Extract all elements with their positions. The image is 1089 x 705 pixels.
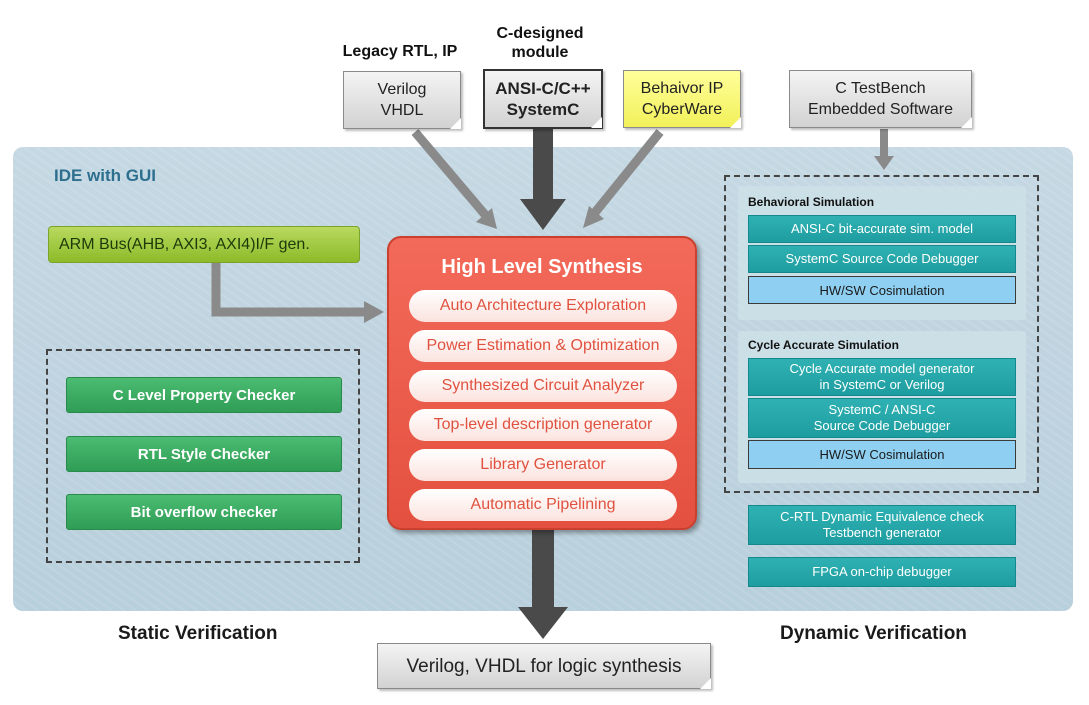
arm-bus-if-generator[interactable]: ARM Bus(AHB, AXI3, AXI4)I/F gen. (48, 226, 360, 263)
equivalence-line1: C-RTL Dynamic Equivalence check (780, 509, 984, 524)
cmodule-source-box: ANSI-C/C++ SystemC (483, 69, 603, 129)
hls-item-automatic-pipelining[interactable]: Automatic Pipelining (409, 489, 677, 521)
legacy-box-line2: VHDL (380, 102, 424, 119)
hls-item-circuit-analyzer[interactable]: Synthesized Circuit Analyzer (409, 370, 677, 402)
arrow-testbench-to-dynamic (880, 129, 888, 159)
cmodule-label-line2: module (511, 44, 569, 61)
arrow-cmodule-to-hls (533, 129, 553, 201)
static-verification-region (46, 349, 360, 563)
cycle-accurate-model-generator[interactable]: Cycle Accurate model generator in System… (748, 358, 1016, 396)
dynamic-verification-label: Dynamic Verification (780, 623, 967, 644)
hls-item-top-level-generator[interactable]: Top-level description generator (409, 409, 677, 441)
hls-item-library-generator[interactable]: Library Generator (409, 449, 677, 481)
testbench-box: C TestBench Embedded Software (789, 70, 972, 128)
arrow-cmodule-to-hls-head (520, 199, 566, 230)
testbench-box-line2: Embedded Software (808, 101, 953, 118)
cmodule-box-line2: SystemC (506, 100, 580, 119)
arrow-testbench-to-dynamic-head (874, 156, 894, 170)
equivalence-line2: Testbench generator (822, 525, 942, 540)
c-level-property-checker[interactable]: C Level Property Checker (66, 377, 342, 413)
rtl-style-checker[interactable]: RTL Style Checker (66, 436, 342, 472)
fpga-on-chip-debugger[interactable]: FPGA on-chip debugger (748, 557, 1016, 587)
legacy-source-box: Verilog VHDL (343, 71, 461, 129)
behavior-box-line2: CyberWare (641, 101, 723, 118)
arrow-armbus-to-hls (211, 263, 366, 317)
dynamic-simulation-region (724, 175, 1039, 493)
static-verification-label: Static Verification (118, 623, 278, 644)
hls-item-auto-architecture[interactable]: Auto Architecture Exploration (409, 290, 677, 322)
arrow-hls-to-output-head (518, 607, 568, 639)
cycle-debugger-line1: SystemC / ANSI-C (828, 402, 936, 417)
cmodule-label: C-designed module (470, 24, 610, 62)
arrow-legacy-to-hls (411, 129, 491, 220)
behavioral-simulation-title: Behavioral Simulation (748, 195, 875, 209)
cycle-hw-sw-cosimulation[interactable]: HW/SW Cosimulation (748, 440, 1016, 469)
legacy-box-line1: Verilog (377, 81, 427, 98)
behavior-ip-box: Behaivor IP CyberWare (623, 70, 741, 128)
systemc-ansic-source-debugger[interactable]: SystemC / ANSI-C Source Code Debugger (748, 398, 1016, 438)
behavioral-hw-sw-cosimulation[interactable]: HW/SW Cosimulation (748, 276, 1016, 304)
legacy-label: Legacy RTL, IP (342, 43, 458, 60)
behavior-box-line1: Behaivor IP (640, 80, 724, 97)
cycle-model-line2: in SystemC or Verilog (819, 377, 945, 392)
bit-overflow-checker[interactable]: Bit overflow checker (66, 494, 342, 530)
hls-title: High Level Synthesis (441, 256, 643, 278)
cmodule-label-line1: C-designed (496, 25, 584, 42)
arrow-behavior-to-hls (589, 129, 664, 218)
hls-item-power-estimation[interactable]: Power Estimation & Optimization (409, 330, 677, 362)
cycle-model-line1: Cycle Accurate model generator (789, 361, 975, 376)
systemc-source-debugger[interactable]: SystemC Source Code Debugger (748, 245, 1016, 273)
ide-title: IDE with GUI (54, 166, 156, 185)
cycle-debugger-line2: Source Code Debugger (813, 418, 951, 433)
cmodule-box-line1: ANSI-C/C++ (495, 79, 591, 98)
arrow-hls-to-output (532, 530, 554, 610)
testbench-box-line1: C TestBench (835, 80, 926, 97)
arrow-behavior-to-hls-head (583, 206, 604, 228)
arrow-legacy-to-hls-head (476, 208, 497, 229)
arrow-armbus-to-hls-head (364, 301, 384, 323)
c-rtl-equivalence-check[interactable]: C-RTL Dynamic Equivalence check Testbenc… (748, 505, 1016, 545)
bit-accurate-sim-model[interactable]: ANSI-C bit-accurate sim. model (748, 215, 1016, 243)
cycle-accurate-simulation-title: Cycle Accurate Simulation (748, 338, 899, 352)
logic-synthesis-output-box: Verilog, VHDL for logic synthesis (377, 643, 711, 689)
